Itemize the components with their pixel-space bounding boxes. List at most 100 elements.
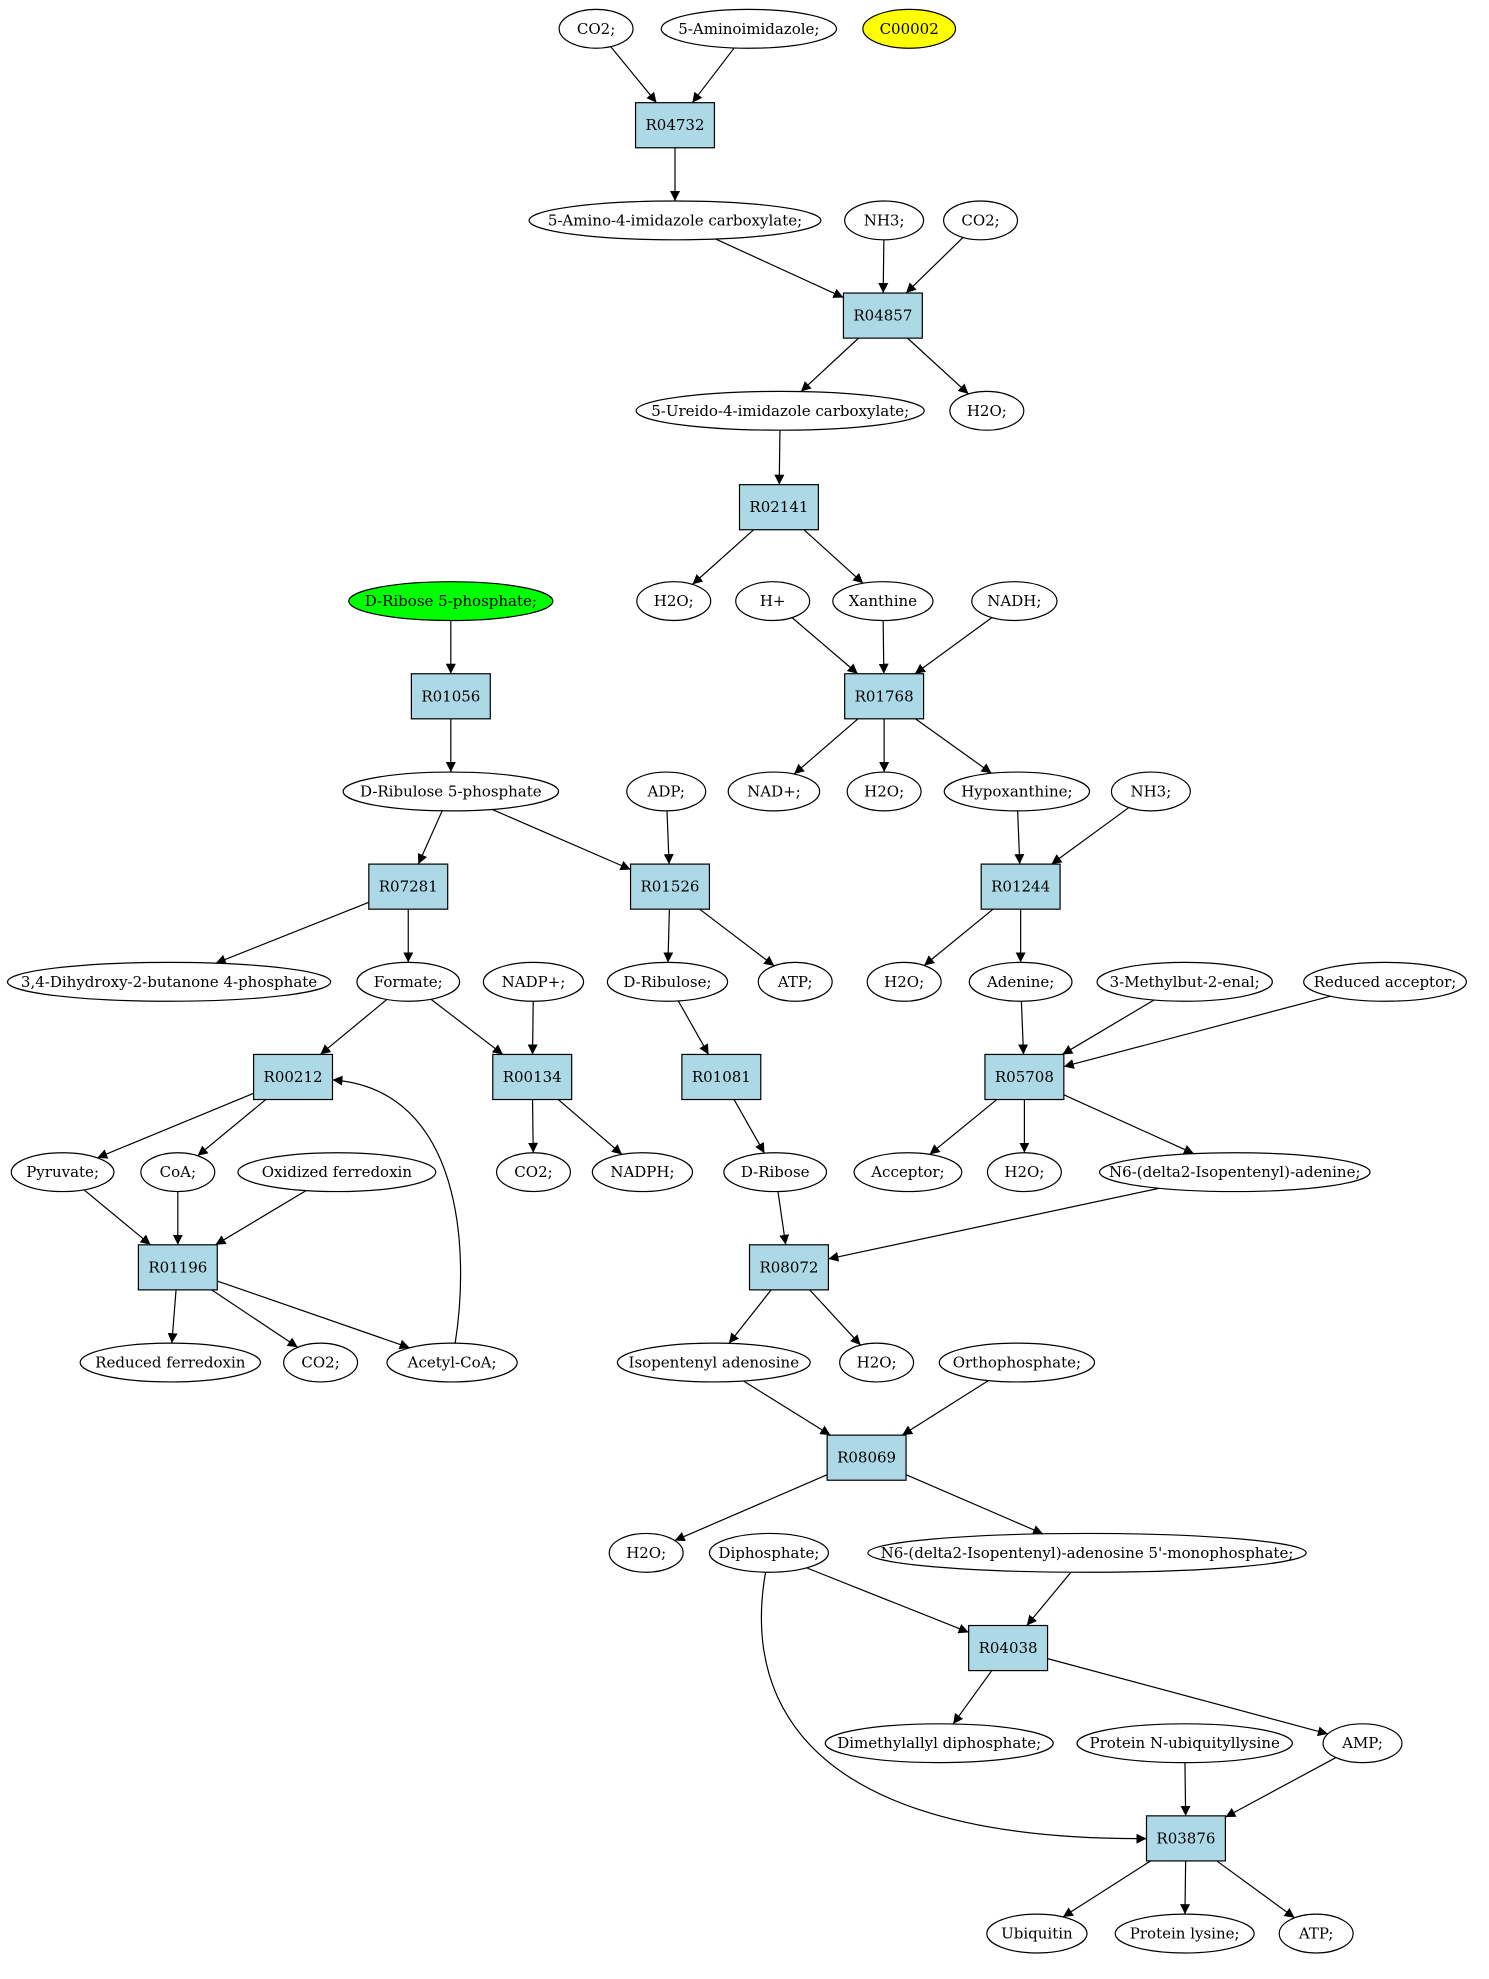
compound-ellipse bbox=[626, 771, 707, 812]
compound-ellipse bbox=[1076, 1723, 1293, 1764]
compound-node-amino-imid-carbox[interactable]: 5-Amino-4-imidazole carboxylate; bbox=[528, 200, 822, 241]
compound-node-co2-1[interactable]: CO2; bbox=[558, 8, 634, 49]
compound-node-atp-1[interactable]: ATP; bbox=[757, 961, 833, 1002]
reaction-node-r01526[interactable]: R01526 bbox=[629, 863, 711, 910]
edge-r05708-to-acceptor bbox=[929, 1099, 998, 1155]
compound-node-dihydroxybutanone[interactable]: 3,4-Dihydroxy-2-butanone 4-phosphate bbox=[6, 961, 332, 1002]
compound-node-nadph[interactable]: NADPH; bbox=[591, 1152, 694, 1193]
compound-node-ubiquitin[interactable]: Ubiquitin bbox=[986, 1913, 1088, 1954]
edge-r04857-to-ureido_imid_carbox bbox=[800, 337, 859, 392]
compound-node-reduced-acceptor[interactable]: Reduced acceptor; bbox=[1303, 961, 1468, 1002]
compound-node-h2o-2[interactable]: H2O; bbox=[636, 581, 712, 622]
compound-node-protein-lysine[interactable]: Protein lysine; bbox=[1114, 1913, 1255, 1954]
reaction-node-r04732[interactable]: R04732 bbox=[634, 102, 716, 149]
compound-node-adenine[interactable]: Adenine; bbox=[968, 961, 1073, 1002]
edge-r01768-to-nadplus bbox=[793, 718, 859, 775]
compound-node-aminoimidazole[interactable]: 5-Aminoimidazole; bbox=[660, 8, 838, 49]
compound-ellipse bbox=[862, 8, 957, 49]
node-label: 5-Amino-4-imidazole carboxylate; bbox=[548, 211, 802, 229]
compound-node-co2-2[interactable]: CO2; bbox=[943, 200, 1019, 241]
node-label: R05708 bbox=[995, 1068, 1054, 1086]
compound-node-h2o-5[interactable]: H2O; bbox=[986, 1152, 1062, 1193]
reaction-box bbox=[410, 673, 491, 720]
compound-node-protein-ubiq[interactable]: Protein N-ubiquityllysine bbox=[1076, 1723, 1293, 1764]
compound-node-co2-3[interactable]: CO2; bbox=[495, 1152, 572, 1193]
compound-node-oxidized-ferredoxin[interactable]: Oxidized ferredoxin bbox=[237, 1152, 437, 1193]
compound-node-pyruvate[interactable]: Pyruvate; bbox=[10, 1152, 115, 1193]
compound-node-coa[interactable]: CoA; bbox=[140, 1152, 216, 1193]
compound-node-nadpplus[interactable]: NADP+; bbox=[482, 961, 585, 1002]
compound-node-ribose5p[interactable]: D-Ribose 5-phosphate; bbox=[348, 581, 554, 622]
reaction-node-r03876[interactable]: R03876 bbox=[1145, 1815, 1226, 1862]
compound-node-h2o-4[interactable]: H2O; bbox=[866, 961, 942, 1002]
compound-node-ureido-imid-carbox[interactable]: 5-Ureido-4-imidazole carboxylate; bbox=[635, 390, 925, 431]
compound-node-orthophosphate[interactable]: Orthophosphate; bbox=[938, 1342, 1096, 1383]
node-label: NH3; bbox=[1130, 782, 1171, 800]
compound-node-isopentenyl-adenosine[interactable]: Isopentenyl adenosine bbox=[616, 1342, 811, 1383]
reaction-node-r07281[interactable]: R07281 bbox=[368, 863, 449, 910]
compound-ellipse bbox=[824, 1723, 1054, 1764]
compound-node-nh3-2[interactable]: NH3; bbox=[1110, 771, 1191, 812]
compound-node-h2o-1[interactable]: H2O; bbox=[949, 390, 1025, 431]
compound-node-h2o-6[interactable]: H2O; bbox=[839, 1342, 915, 1383]
node-label: R04857 bbox=[853, 307, 912, 325]
reaction-node-r02141[interactable]: R02141 bbox=[738, 484, 819, 531]
reaction-node-r01196[interactable]: R01196 bbox=[137, 1244, 218, 1291]
reaction-node-r04857[interactable]: R04857 bbox=[842, 292, 923, 339]
node-label: N6-(delta2-Isopentenyl)-adenosine 5'-mon… bbox=[881, 1544, 1294, 1562]
edge-r08069-to-n6_amp bbox=[905, 1474, 1044, 1535]
reaction-box bbox=[252, 1053, 334, 1101]
compound-node-h2o-3[interactable]: H2O; bbox=[846, 771, 922, 812]
compound-ellipse bbox=[832, 581, 934, 622]
reaction-node-r01056[interactable]: R01056 bbox=[410, 673, 491, 720]
reaction-node-r01081[interactable]: R01081 bbox=[681, 1053, 762, 1101]
edge-r03876-to-ubiquitin bbox=[1062, 1860, 1151, 1918]
compound-node-h2o-7[interactable]: H2O; bbox=[608, 1532, 684, 1573]
compound-ellipse bbox=[616, 1342, 811, 1383]
compound-node-nadplus[interactable]: NAD+; bbox=[727, 771, 821, 812]
compound-node-n6-amp[interactable]: N6-(delta2-Isopentenyl)-adenosine 5'-mon… bbox=[867, 1532, 1307, 1573]
compound-node-ribulose5p[interactable]: D-Ribulose 5-phosphate bbox=[342, 771, 560, 812]
reaction-node-r08069[interactable]: R08069 bbox=[826, 1434, 907, 1481]
compound-node-formate[interactable]: Formate; bbox=[356, 961, 461, 1002]
compound-node-methylbutenal[interactable]: 3-Methylbut-2-enal; bbox=[1096, 961, 1273, 1002]
node-label: R02141 bbox=[749, 498, 808, 516]
compound-node-acetylcoa[interactable]: Acetyl-CoA; bbox=[386, 1342, 518, 1383]
compound-node-hypoxanthine[interactable]: Hypoxanthine; bbox=[943, 771, 1091, 812]
compound-node-xanthine[interactable]: Xanthine bbox=[832, 581, 934, 622]
node-label: R01196 bbox=[148, 1258, 207, 1276]
compound-node-adp[interactable]: ADP; bbox=[626, 771, 707, 812]
compound-node-ribulose[interactable]: D-Ribulose; bbox=[606, 961, 729, 1002]
reaction-node-r04038[interactable]: R04038 bbox=[968, 1624, 1049, 1672]
compound-ellipse bbox=[79, 1342, 262, 1383]
reaction-node-r08072[interactable]: R08072 bbox=[748, 1244, 830, 1291]
compound-node-diphosphate[interactable]: Diphosphate; bbox=[708, 1532, 830, 1573]
edge-diphosphate-to-r03876 bbox=[760, 1572, 1147, 1844]
edge-amp-to-r03876 bbox=[1225, 1757, 1337, 1818]
reaction-node-r00134[interactable]: R00134 bbox=[492, 1053, 573, 1101]
node-label: ATP; bbox=[1298, 1925, 1334, 1943]
compound-node-nadh[interactable]: NADH; bbox=[971, 581, 1058, 622]
compound-node-atp-2[interactable]: ATP; bbox=[1278, 1913, 1354, 1954]
reaction-node-r05708[interactable]: R05708 bbox=[984, 1053, 1065, 1101]
reaction-node-r01244[interactable]: R01244 bbox=[980, 863, 1061, 910]
compound-node-dribose[interactable]: D-Ribose bbox=[723, 1152, 828, 1193]
node-label: Protein lysine; bbox=[1130, 1925, 1240, 1943]
compound-node-amp[interactable]: AMP; bbox=[1322, 1723, 1403, 1764]
edge-r01081-to-dribose bbox=[733, 1099, 765, 1154]
reaction-node-r00212[interactable]: R00212 bbox=[252, 1053, 334, 1101]
edge-r00134-to-co2_3 bbox=[528, 1099, 539, 1153]
compound-node-co2-4[interactable]: CO2; bbox=[283, 1342, 359, 1383]
compound-node-c00002[interactable]: C00002 bbox=[862, 8, 957, 49]
node-label: C00002 bbox=[880, 20, 939, 38]
compound-node-dmapp[interactable]: Dimethylallyl diphosphate; bbox=[824, 1723, 1054, 1764]
compound-node-hplus[interactable]: H+ bbox=[735, 581, 811, 622]
compound-ellipse bbox=[10, 1152, 115, 1193]
compound-node-reduced-ferredoxin[interactable]: Reduced ferredoxin bbox=[79, 1342, 262, 1383]
compound-node-nh3-1[interactable]: NH3; bbox=[844, 200, 925, 241]
reaction-node-r01768[interactable]: R01768 bbox=[844, 673, 925, 720]
node-label: CO2; bbox=[514, 1163, 552, 1181]
compound-node-acceptor[interactable]: Acceptor; bbox=[853, 1152, 963, 1193]
node-label: CoA; bbox=[160, 1163, 196, 1181]
compound-node-n6-isopentenyl-adenine[interactable]: N6-(delta2-Isopentenyl)-adenine; bbox=[1098, 1152, 1371, 1193]
